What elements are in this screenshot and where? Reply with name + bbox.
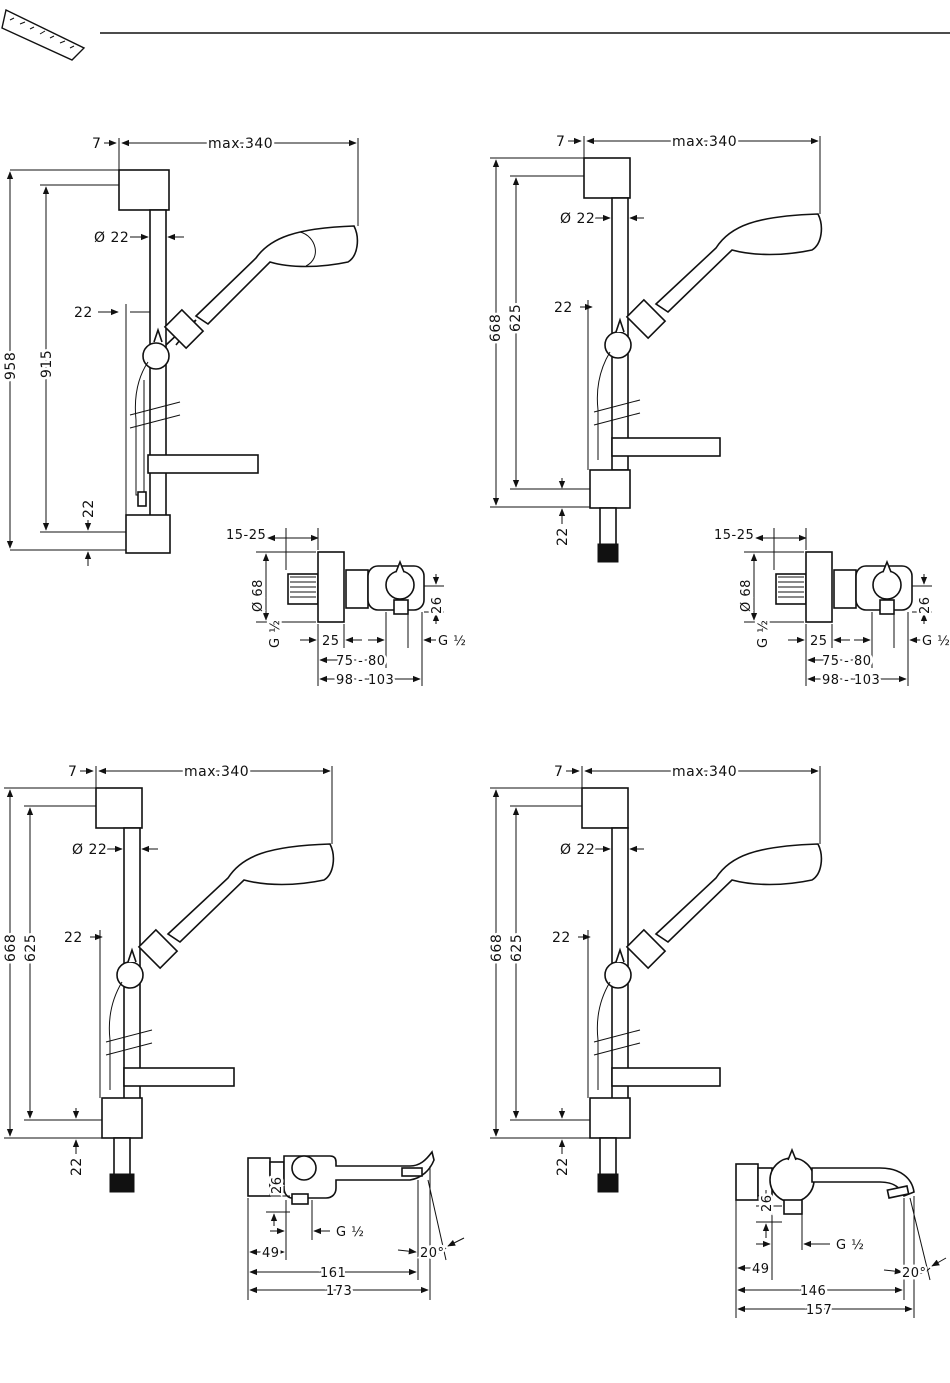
thermostat-mixer-2: 15-25 Ø 68 26 G ½ G ½ 25 75 - 80 98 - 10…: [714, 528, 950, 688]
bath-mixer-1: 26 G ½ 49 161 173 20°: [248, 1152, 464, 1300]
depth-label: 15-25: [714, 528, 754, 543]
diameter-label: Ø 68: [739, 579, 754, 612]
total-height-label: 668: [489, 934, 505, 962]
inlet-thread-label: G ½: [268, 620, 283, 648]
max-reach-label: max.340: [672, 764, 737, 780]
total-height-label: 668: [488, 314, 504, 342]
outlet-thread-label: G ½: [836, 1238, 864, 1253]
outlet-thread-label: G ½: [922, 634, 950, 649]
mount-height-label: 625: [23, 934, 39, 962]
bottom-gap-label: 22: [81, 499, 97, 518]
shower-set-drawing-2: 7 max.340 Ø 22 22 668 625 22: [488, 134, 821, 562]
diameter-label: Ø 68: [251, 579, 266, 612]
offset-label: 7: [556, 134, 565, 150]
total-length-label: 173: [326, 1284, 352, 1299]
soap-dish: [148, 455, 258, 473]
depth-label: 15-25: [226, 528, 266, 543]
body-width-label: 25: [810, 634, 828, 649]
outlet-height-label: 26: [270, 1176, 285, 1194]
max-reach-label: max.340: [208, 136, 273, 152]
hand-shower: [196, 226, 357, 324]
offset-label: 49: [752, 1262, 770, 1277]
width-large-label: 98 - 103: [336, 673, 394, 688]
thermostat-mixer-1: 15-25 Ø 68 26 G ½ G ½ 25 75 - 80 98 - 10…: [226, 528, 466, 688]
mount-height-label: 625: [508, 304, 524, 332]
header: [2, 10, 950, 60]
max-reach-label: max.340: [184, 764, 249, 780]
rail-diameter-label: Ø 22: [560, 842, 595, 858]
wall-bracket-bottom: [126, 515, 170, 553]
width-small-label: 75 - 80: [336, 654, 386, 669]
ruler-icon: [2, 10, 84, 60]
rail-diameter-label: Ø 22: [560, 211, 595, 227]
bottom-gap-label: 22: [69, 1157, 85, 1176]
spout-length-label: 161: [320, 1266, 346, 1281]
offset-label: 49: [262, 1246, 280, 1261]
outlet-thread-label: G ½: [336, 1225, 364, 1240]
mount-height-label: 625: [509, 934, 525, 962]
angle-label: 20°: [902, 1266, 927, 1281]
rail-diameter-label: Ø 22: [94, 230, 129, 246]
outlet-height-label: 26: [918, 596, 933, 614]
shower-set-drawing-3: 7 max.340 Ø 22 22 668 625 22: [3, 764, 333, 1192]
bottom-gap-label: 22: [555, 527, 571, 546]
offset-label: 7: [554, 764, 563, 780]
bottom-gap-label: 22: [555, 1157, 571, 1176]
bracket-gap-label: 22: [552, 930, 571, 946]
total-height-label: 958: [3, 352, 19, 380]
offset-label: 7: [68, 764, 77, 780]
shower-set-drawing-1: 7 max.340 Ø 22 22 958 915 22: [3, 136, 358, 566]
inlet-thread-label: G ½: [756, 620, 771, 648]
hose: [135, 362, 148, 495]
bracket-gap-label: 22: [74, 305, 93, 321]
slider: [143, 343, 169, 369]
total-height-label: 668: [3, 934, 19, 962]
wall-bracket-top: [119, 170, 169, 210]
bracket-gap-label: 22: [64, 930, 83, 946]
width-large-label: 98 - 103: [822, 673, 880, 688]
outlet-height-label: 26: [430, 596, 445, 614]
rail-diameter-label: Ø 22: [72, 842, 107, 858]
total-length-label: 157: [806, 1303, 832, 1318]
mount-height-label: 915: [39, 350, 55, 378]
outlet-thread-label: G ½: [438, 634, 466, 649]
bracket-gap-label: 22: [554, 300, 573, 316]
outlet-height-label: 26: [760, 1194, 775, 1212]
max-reach-label: max.340: [672, 134, 737, 150]
width-small-label: 75 - 80: [822, 654, 872, 669]
bath-mixer-2: 26 G ½ 49 146 157 20°: [736, 1150, 946, 1318]
angle-label: 20°: [420, 1246, 445, 1261]
shower-set-drawing-4: 7 max.340 Ø 22 22 668 625 22: [489, 764, 821, 1192]
body-width-label: 25: [322, 634, 340, 649]
offset-label: 7: [92, 136, 101, 152]
spout-length-label: 146: [800, 1284, 826, 1299]
